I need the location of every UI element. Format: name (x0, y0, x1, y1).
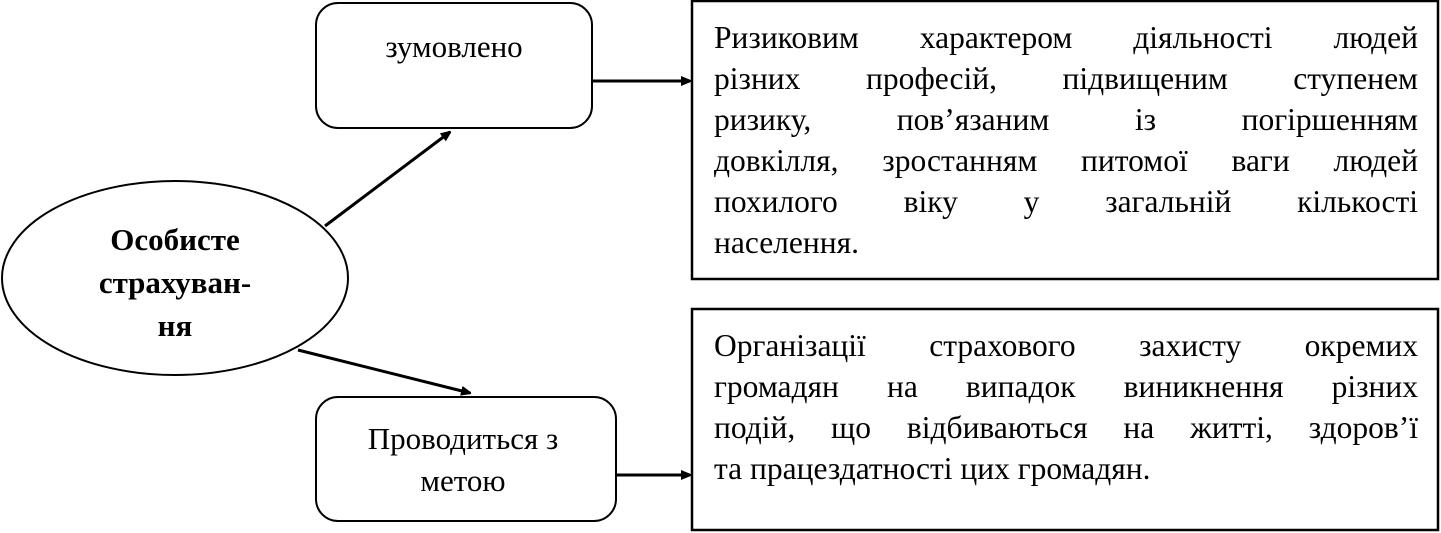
description-line: Організації страхового захисту окремих (714, 328, 1418, 363)
center-node-title: Особисте страхуван- ня (40, 218, 310, 347)
arrow-ellipse-to-bottom-label (297, 348, 470, 393)
top-branch-label: зумовлено (385, 29, 523, 64)
bottom-description-box (690, 307, 1440, 532)
description-line: довкілля, зростанням питомої ваги людей (714, 143, 1418, 178)
description-line: Ризиковим характером діяльності людей (714, 20, 1418, 55)
bottom-label-box (315, 396, 617, 522)
center-node-line: страхуван- (98, 265, 252, 300)
top-label-box (315, 2, 593, 129)
center-ellipse (1, 180, 349, 376)
description-line: похилого віку у загальній кількості (714, 184, 1418, 219)
bottom-branch-label: Проводиться з метою (318, 418, 608, 502)
bottom-description-text: Організації страхового захисту окремих г… (714, 325, 1418, 489)
bottom-branch-label-line: Проводиться з (367, 421, 559, 456)
bottom-branch-label-line: метою (420, 463, 506, 498)
description-line: громадян на випадок виникнення різних (714, 369, 1418, 404)
center-node-line: Особисте (110, 222, 240, 257)
description-line: та працездатності цих громадян. (714, 451, 1151, 486)
arrow-ellipse-to-top-label (324, 132, 450, 228)
description-line: населення. (714, 225, 859, 260)
description-line: подій, що відбиваються на житті, здоров’… (714, 410, 1418, 445)
center-node-line: ня (157, 308, 193, 343)
top-description-box (690, 0, 1440, 281)
top-description-text: Ризиковим характером діяльності людей рі… (714, 17, 1418, 263)
description-line: різних професій, підвищеним ступенем (714, 61, 1418, 96)
description-line: ризику, пов’язаним із погіршенням (714, 102, 1418, 137)
